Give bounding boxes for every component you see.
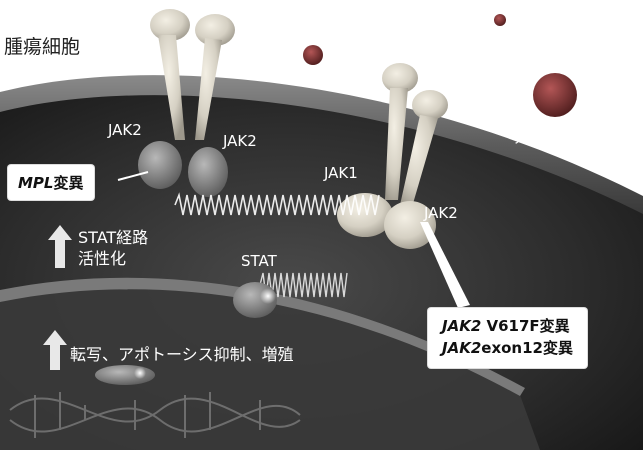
jak2-right-label: JAK2 (424, 204, 458, 222)
mpl-suffix: 変異 (53, 174, 84, 192)
jak2-mutation-box: JAK2 V617F変異 JAK2exon12変異 (428, 308, 587, 368)
jak2-gene-1: JAK2 (442, 317, 482, 335)
transcription-glow (134, 367, 146, 379)
jak2-pointer (420, 222, 470, 308)
mpl-mutation-box: MPL変異 (8, 165, 94, 200)
stat-arrow-icon (48, 225, 72, 268)
jak2-v617f: V617F変異 (481, 317, 570, 335)
mpl-gene: MPL (18, 174, 54, 192)
activation-wave (174, 192, 380, 216)
cell-membrane (0, 75, 643, 214)
dna-helix (9, 392, 301, 438)
jak2-right-blob (384, 201, 436, 249)
transcription-complex (95, 365, 155, 385)
right-receptor (382, 63, 448, 207)
jak2-mutation-line1: JAK2 V617F変異 (442, 316, 573, 338)
jak2-mid-blob (188, 147, 228, 197)
stat-pathway-line2: 活性化 (78, 248, 127, 268)
jak2-left-label: JAK2 (108, 121, 142, 139)
transcription-arrow-icon (43, 330, 67, 370)
activation-wave-lower (259, 272, 348, 298)
jak2-gene-2: JAK2 (442, 338, 482, 357)
transcription-text: 転写、アポトーシス抑制、増殖 (70, 345, 294, 364)
jak2-mutation-line2: JAK2exon12変異 (442, 338, 573, 360)
stat-label: STAT (241, 252, 277, 270)
page-title: 腫瘍細胞 (4, 36, 81, 58)
stat-pathway-text: STAT経路 活性化 (78, 228, 148, 270)
cytokine-large (533, 73, 577, 117)
jak1-label: JAK1 (324, 164, 358, 182)
cytokine-small-1 (303, 45, 323, 65)
jak2-left-blob (138, 141, 182, 189)
mpl-receptor (150, 9, 235, 140)
cytokine-label: サイトカイン (510, 131, 594, 147)
jak1-blob (337, 193, 393, 237)
stat-pathway-line1: STAT経路 (78, 228, 149, 247)
mpl-pointer (117, 171, 149, 181)
jak2-mid-label: JAK2 (223, 132, 257, 150)
stat-glow (260, 288, 276, 304)
cytokine-small-2 (494, 14, 506, 26)
jak2-exon12: exon12変異 (481, 338, 573, 357)
